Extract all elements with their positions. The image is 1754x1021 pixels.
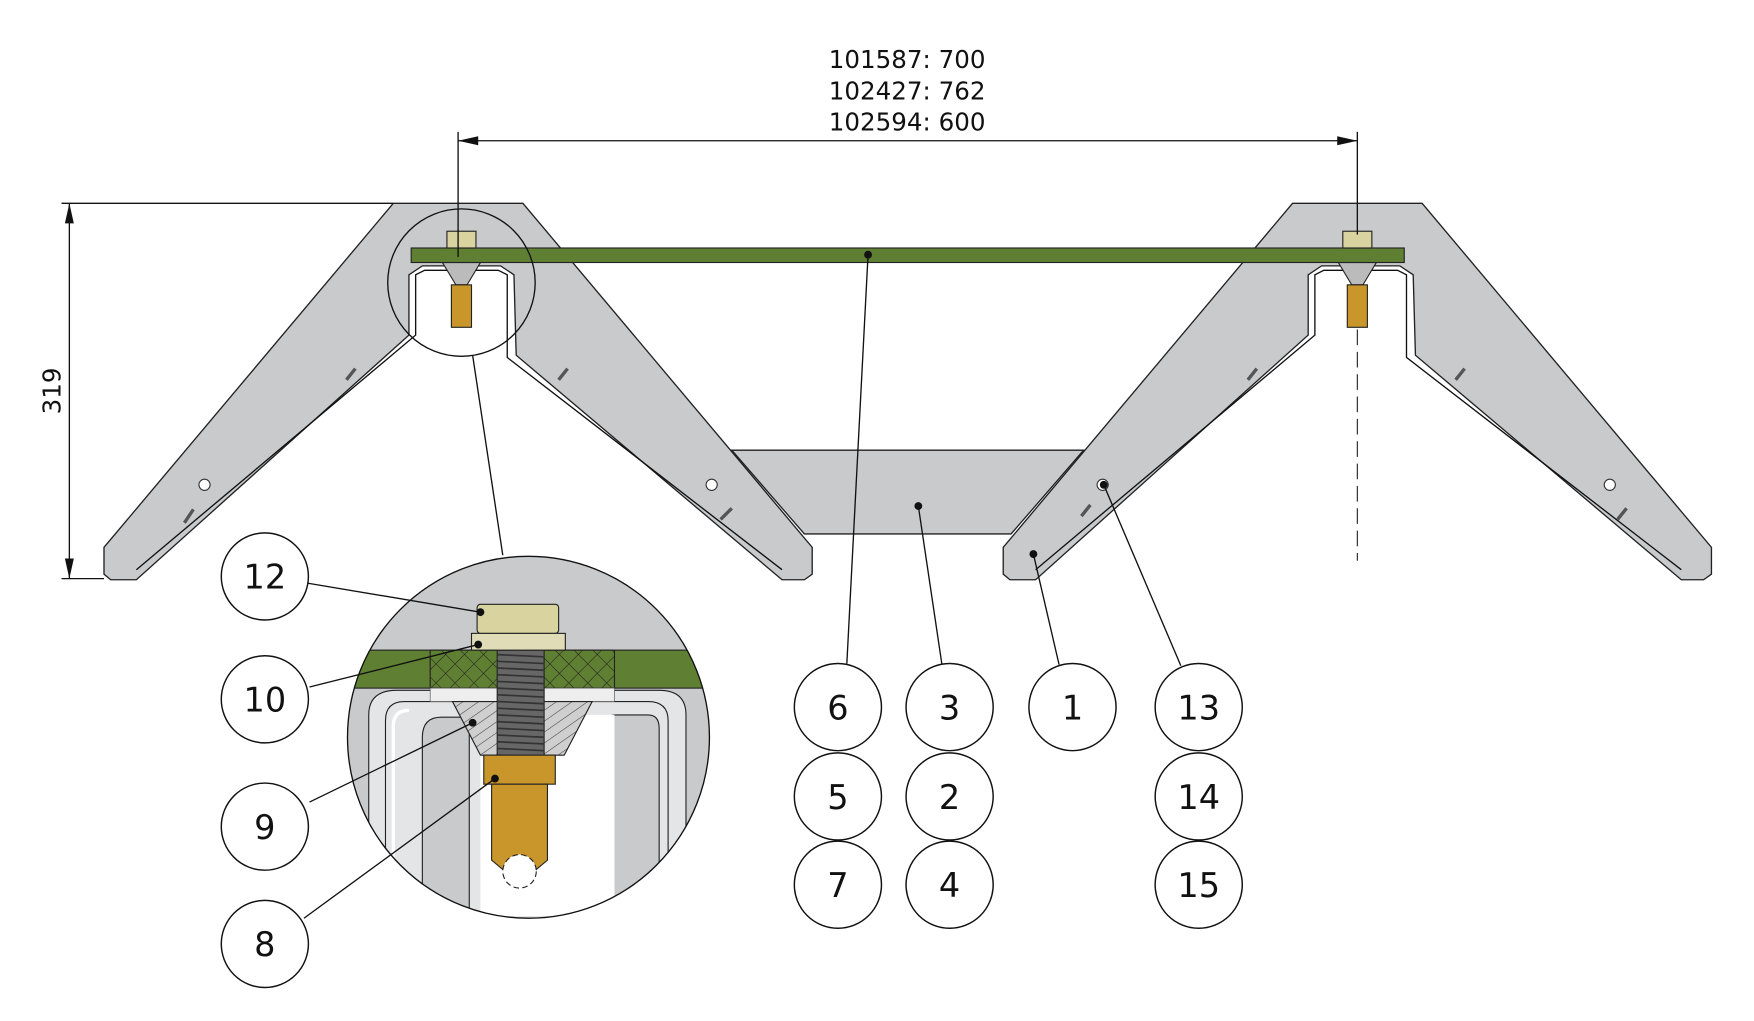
- balloon-10: 10: [220, 654, 310, 744]
- right-stand: [1002, 202, 1713, 581]
- detail-marker-circle: [387, 208, 536, 358]
- width-label-2: 102427: 762: [829, 76, 986, 105]
- leader-dot: [468, 718, 477, 727]
- width-label-1: 101587: 700: [829, 45, 986, 74]
- slot-mark: [1246, 367, 1259, 381]
- height-label: 319: [37, 368, 66, 415]
- detail-leader: [471, 355, 504, 556]
- leader-line: [307, 582, 481, 613]
- circuit-board: [410, 247, 1405, 264]
- detail-view: [346, 555, 711, 919]
- left-stand: [103, 202, 813, 581]
- balloon-8: 8: [220, 899, 310, 989]
- balloon-label: 12: [244, 558, 287, 597]
- bolt-head: [476, 603, 560, 634]
- balloon-3: 3: [905, 662, 994, 752]
- leader-line: [309, 722, 473, 803]
- balloon-label: 15: [1177, 866, 1220, 905]
- balloon-13: 13: [1154, 662, 1244, 752]
- ball: [502, 853, 537, 889]
- leader-dot: [474, 640, 483, 649]
- slot-mark: [1454, 367, 1466, 381]
- leader-line: [846, 254, 869, 664]
- balloon-label: 9: [254, 808, 275, 847]
- left-bolt-assembly: [441, 230, 482, 328]
- balloon-12: 12: [220, 532, 310, 621]
- hole-with-rivet: [705, 478, 718, 491]
- balloon-label: 10: [244, 681, 287, 720]
- height-dimension: 319: [37, 202, 394, 580]
- balloon-label: 7: [827, 866, 848, 905]
- leader-line: [917, 505, 943, 664]
- width-dimension: 101587: 700 102427: 762 102594: 600: [457, 45, 1359, 257]
- right-bolt-assembly: [1337, 230, 1378, 328]
- slot-mark: [719, 507, 733, 521]
- balloon-14: 14: [1154, 752, 1244, 841]
- slot-mark: [183, 508, 195, 524]
- leader-line: [309, 643, 479, 688]
- leader-line: [303, 778, 496, 919]
- balloon-label: 6: [827, 688, 848, 727]
- balloon-label: 8: [254, 925, 275, 964]
- leader-dot: [1099, 480, 1108, 489]
- balloon-5: 5: [793, 752, 883, 841]
- hole: [198, 478, 211, 491]
- slot-mark: [1080, 503, 1092, 518]
- balloon-label: 14: [1177, 778, 1220, 817]
- balloon-15: 15: [1154, 840, 1244, 930]
- balloon-label: 13: [1177, 688, 1220, 727]
- balloon-label: 3: [939, 688, 960, 727]
- balloon-7: 7: [793, 840, 883, 930]
- balloon-6: 6: [793, 662, 883, 752]
- balloon-9: 9: [220, 782, 310, 871]
- balloon-label: 4: [939, 866, 960, 905]
- leader-dot: [864, 250, 872, 259]
- leader-line: [1032, 553, 1060, 665]
- crossbar-plate: [730, 449, 1086, 535]
- balloon-2: 2: [905, 752, 994, 841]
- balloon-label: 2: [939, 778, 960, 817]
- slot-mark: [345, 367, 357, 381]
- width-label-3: 102594: 600: [829, 108, 986, 137]
- leader-line: [1103, 484, 1182, 667]
- leader-dot: [491, 774, 499, 783]
- leader-dot: [1029, 550, 1038, 558]
- slot-mark: [1616, 507, 1628, 521]
- slot-mark: [557, 367, 569, 381]
- hole: [1603, 478, 1616, 491]
- balloon-4: 4: [905, 840, 994, 930]
- balloon-1: 1: [1028, 662, 1117, 752]
- leader-dot: [914, 502, 923, 510]
- leader-dot: [476, 608, 485, 617]
- balloon-label: 5: [827, 778, 848, 817]
- washer: [470, 632, 566, 651]
- balloon-label: 1: [1062, 688, 1083, 727]
